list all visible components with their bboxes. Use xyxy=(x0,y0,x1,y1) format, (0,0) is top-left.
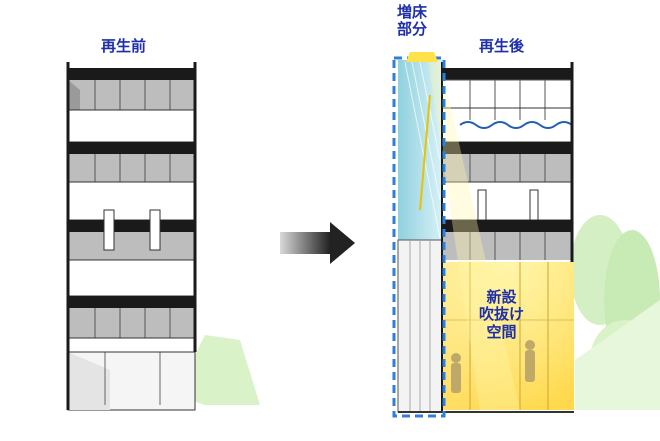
floor-after-2 xyxy=(441,142,573,221)
label-added-floor-line2: 部分 xyxy=(397,20,428,39)
label-after: 再生後 xyxy=(479,37,525,55)
greenery-before xyxy=(175,335,260,405)
building-before xyxy=(66,62,260,411)
label-new-void: 新設 吹抜け 空間 xyxy=(479,288,525,341)
added-floor-outline xyxy=(392,56,446,418)
floor-before-4 xyxy=(67,296,196,353)
floor-before-1 xyxy=(67,68,196,143)
floor-before-3 xyxy=(67,209,196,297)
label-new-void-line1: 新設 xyxy=(486,288,517,306)
label-new-void-line2: 吹抜け xyxy=(479,305,525,324)
label-added-floor: 増床 部分 xyxy=(397,3,428,39)
floor-before-2 xyxy=(67,142,196,221)
floor-after-3 xyxy=(442,220,572,260)
floor-after-1 xyxy=(441,68,573,143)
label-added-floor-line1: 増床 xyxy=(397,3,428,21)
transition-arrow xyxy=(280,222,355,264)
building-after xyxy=(392,52,660,418)
people-silhouettes xyxy=(451,340,535,393)
label-new-void-line3: 空間 xyxy=(486,322,517,341)
label-before: 再生前 xyxy=(101,37,147,55)
greenery-after xyxy=(570,215,660,410)
